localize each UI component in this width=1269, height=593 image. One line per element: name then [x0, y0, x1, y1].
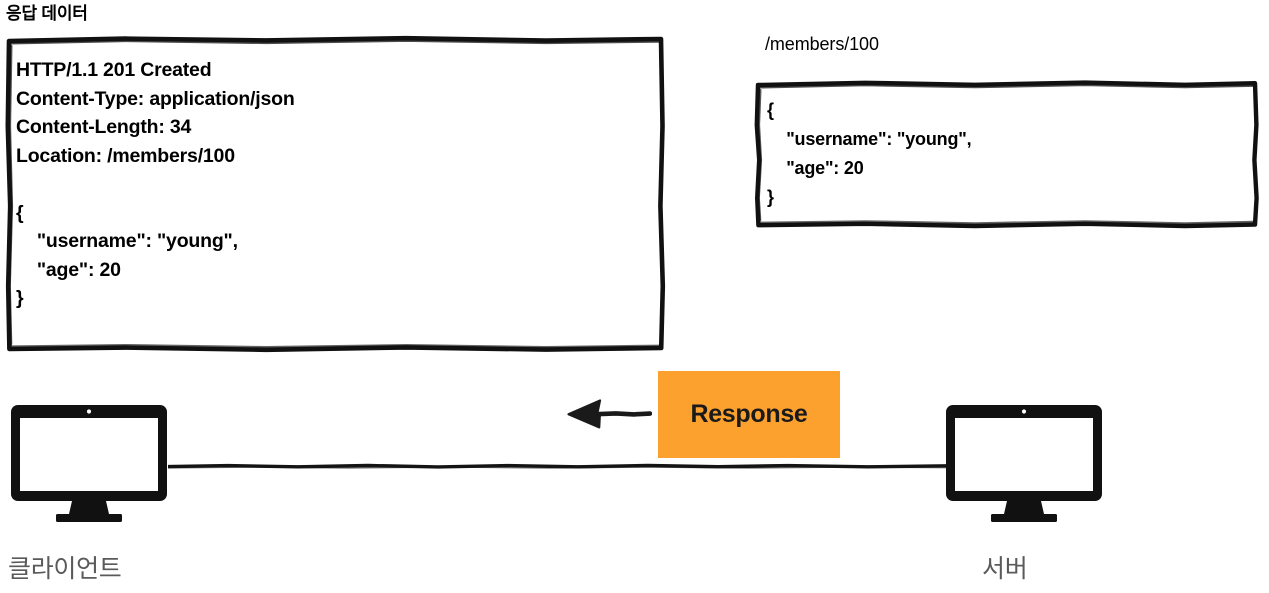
- client-label: 클라이언트: [8, 555, 122, 583]
- response-message-box: HTTP/1.1 201 Created Content-Type: appli…: [5, 35, 666, 353]
- connection-line-stroke: [166, 463, 950, 469]
- resource-path-label: /members/100: [765, 34, 879, 54]
- monitor-glyph: [11, 405, 167, 522]
- arrow-left-icon: [566, 398, 653, 430]
- server-monitor-icon: [945, 404, 1103, 522]
- connection-line: [166, 459, 950, 473]
- response-flow-tag-label: Response: [690, 400, 808, 428]
- resource-representation-text: { "username": "young", "age": 20 }: [767, 100, 972, 207]
- monitor-glyph: [946, 405, 1102, 522]
- arrow-left-glyph: [567, 399, 653, 429]
- client-monitor-icon: [10, 404, 168, 522]
- server-label: 서버: [982, 555, 1028, 583]
- section-title: 응답 데이터: [6, 4, 88, 23]
- resource-representation-box: { "username": "young", "age": 20 }: [754, 80, 1259, 229]
- response-message-text: HTTP/1.1 201 Created Content-Type: appli…: [16, 59, 295, 309]
- response-flow-tag: Response: [658, 371, 840, 458]
